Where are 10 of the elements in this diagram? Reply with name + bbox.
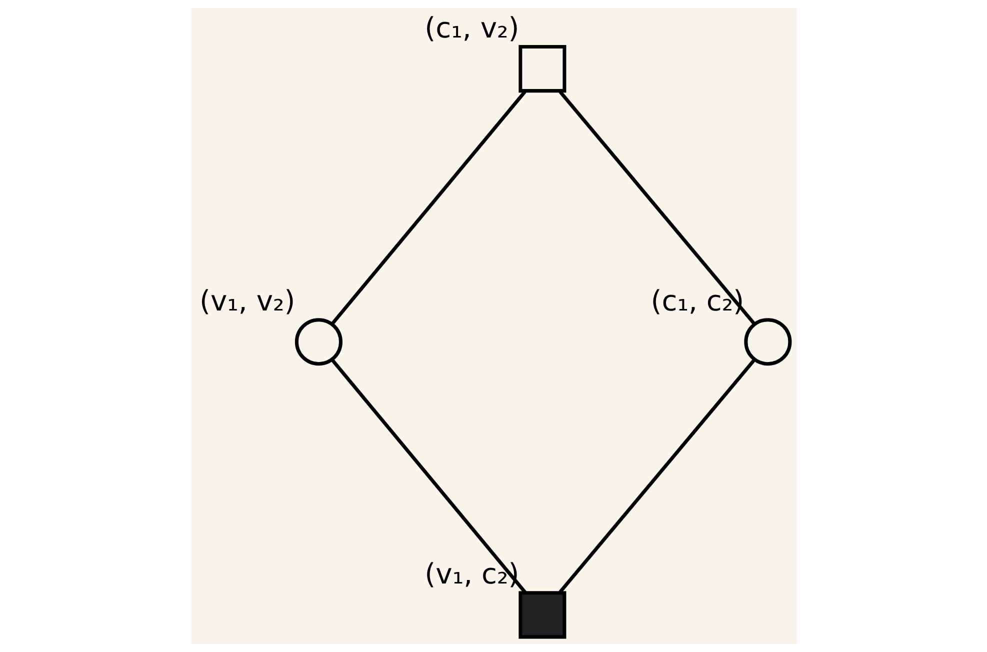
connector <box>330 358 526 594</box>
node-circle <box>744 318 792 366</box>
connector <box>558 90 756 326</box>
node-label: (c₁, v₂) <box>424 12 519 45</box>
node-box <box>518 45 566 93</box>
node-label: (v₁, v₂) <box>198 284 295 318</box>
connector <box>330 90 526 326</box>
connector <box>558 358 756 594</box>
node-circle <box>294 318 342 366</box>
node-box <box>518 591 566 639</box>
